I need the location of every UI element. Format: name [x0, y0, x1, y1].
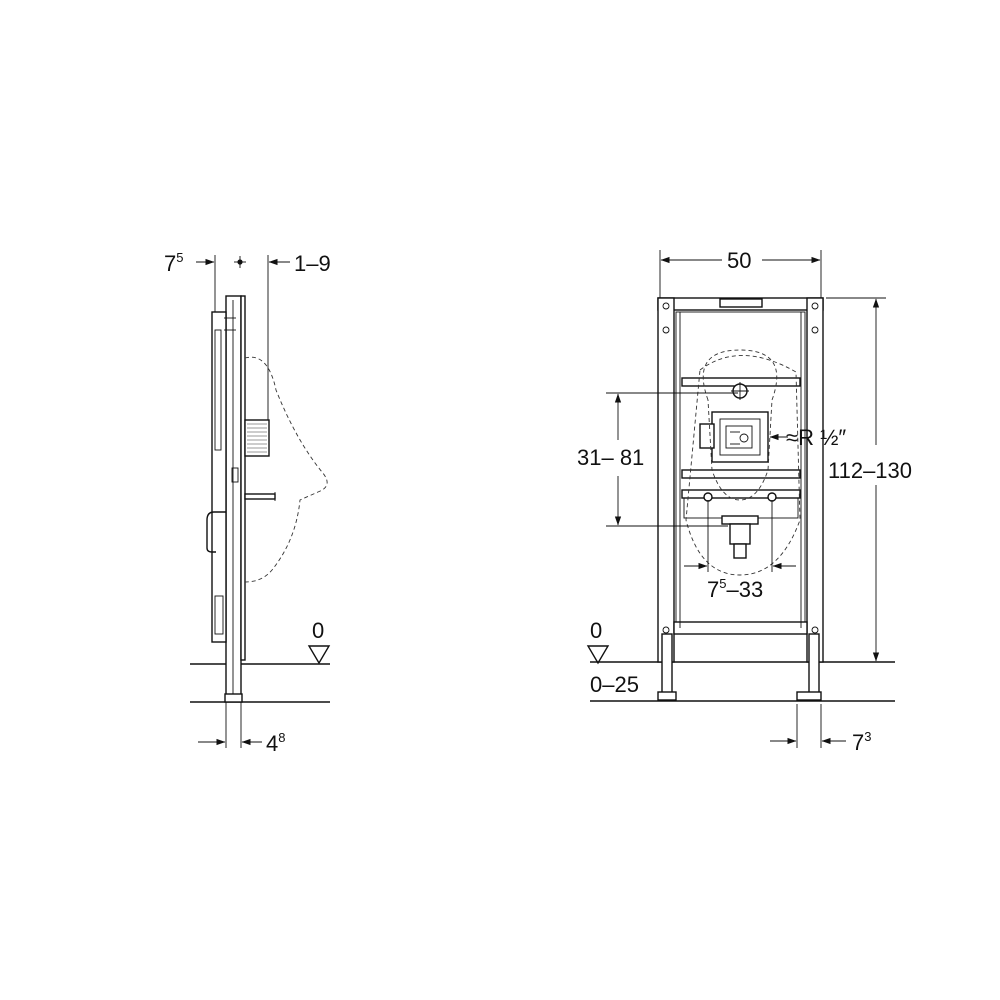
- front-panel: [240, 295, 246, 661]
- lower-rail: [681, 489, 801, 499]
- waste-connector: [244, 492, 276, 501]
- bracket: [214, 329, 222, 451]
- urinal-outline-outer: [685, 355, 801, 576]
- dim-inlet-height-label: 31– 81: [577, 445, 644, 470]
- dim-height-label: 112–130: [828, 458, 912, 483]
- bracket: [214, 595, 224, 635]
- dim-floor-label: 0–25: [590, 672, 639, 697]
- bolt: [767, 492, 777, 502]
- frame-back-member: [211, 311, 227, 643]
- level-zero-label: 0: [590, 618, 602, 643]
- frame-upright: [225, 295, 242, 701]
- bracket: [231, 467, 239, 483]
- middle-rail: [681, 469, 801, 479]
- urinal-outline: [702, 349, 778, 501]
- dim-foot-label: 73: [852, 729, 871, 755]
- centre-mark-icon: [234, 256, 246, 268]
- level-triangle-icon: [586, 645, 610, 665]
- bolt: [703, 492, 713, 502]
- installation-frame: [657, 297, 824, 701]
- side-view: 0 75 1–9 48: [164, 250, 331, 756]
- dim-outlet-range-label: 75–33: [707, 576, 763, 602]
- dim-top-left-label: 75: [164, 250, 183, 276]
- rail-bracket: [683, 497, 799, 519]
- water-inlet-thread: [244, 419, 270, 457]
- dim-bottom-label: 48: [266, 730, 285, 756]
- waste-outlet: [721, 515, 759, 559]
- urinal-outline: [244, 356, 328, 583]
- inlet-fitting: [731, 382, 749, 400]
- level-triangle-icon: [307, 645, 331, 665]
- front-view: 50: [577, 248, 912, 755]
- water-connection-label: ≈R ½″: [786, 425, 846, 450]
- level-zero-label: 0: [312, 618, 324, 643]
- siphon-hook: [206, 511, 226, 553]
- dim-width-label: 50: [727, 248, 751, 273]
- foot: [224, 693, 243, 703]
- dim-top-right-label: 1–9: [294, 251, 331, 276]
- flush-valve-box: [699, 411, 769, 463]
